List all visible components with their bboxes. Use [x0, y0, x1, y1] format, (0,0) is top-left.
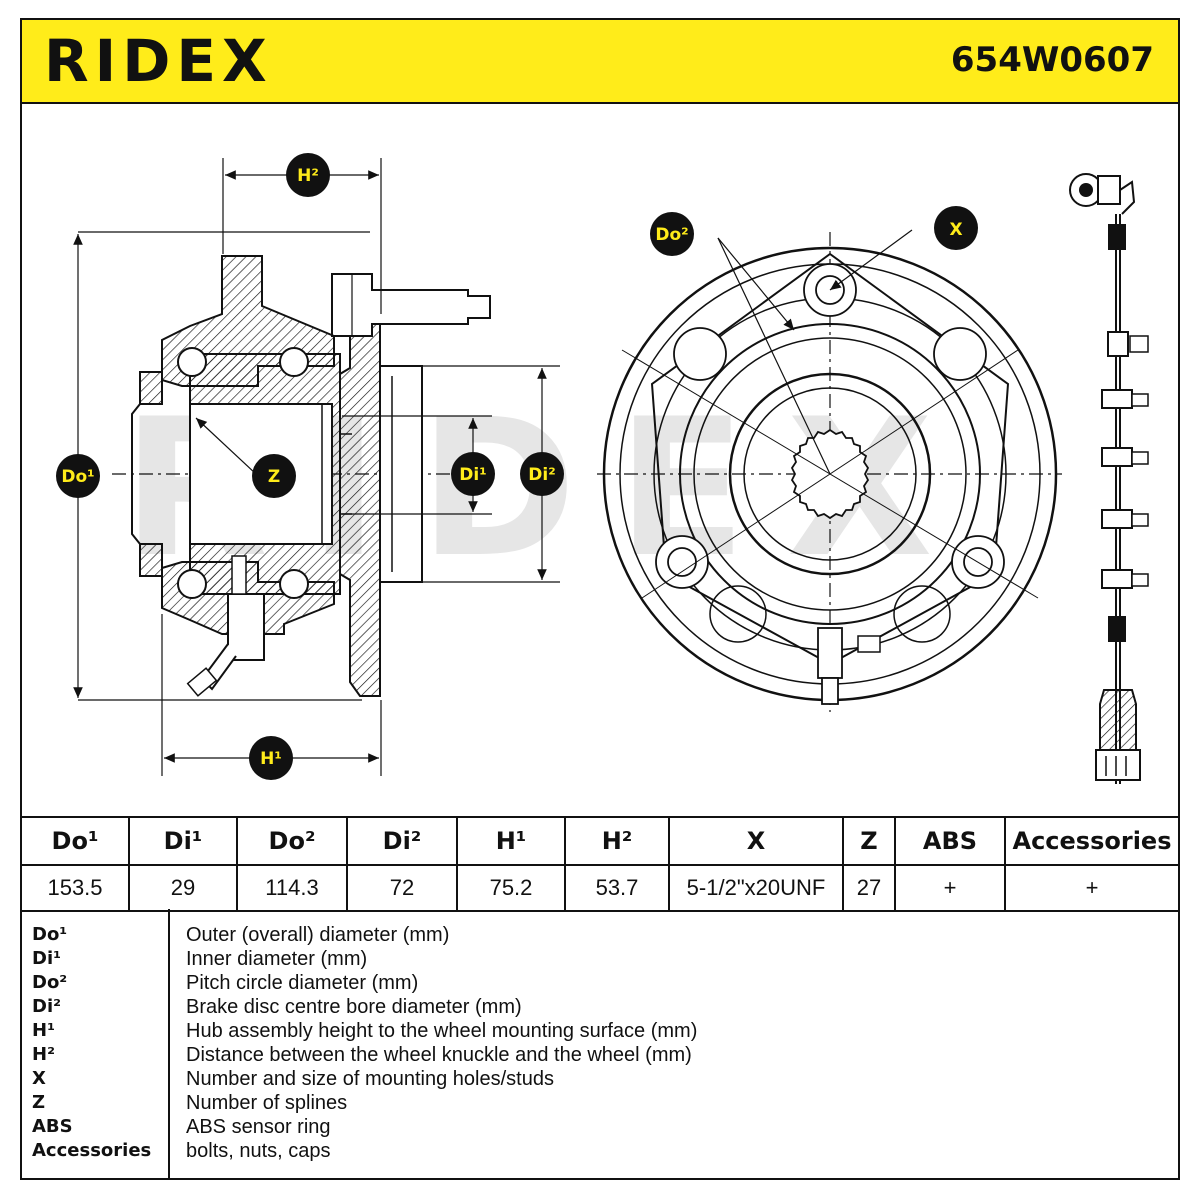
spec-value: 27 — [842, 864, 896, 912]
label-do2: Do² — [650, 212, 694, 256]
label-h2: H² — [286, 153, 330, 197]
legend-item: Accessories bolts, nuts, caps — [22, 1139, 1178, 1163]
svg-text:Do²: Do² — [655, 225, 688, 245]
legend: Do¹ Outer (overall) diameter (mm) Di¹ In… — [22, 909, 1178, 1178]
label-di1: Di¹ — [451, 452, 495, 496]
abs-sensor-side — [186, 555, 265, 697]
legend-item: Do¹ Outer (overall) diameter (mm) — [22, 923, 1178, 947]
label-do1: Do¹ — [56, 454, 100, 498]
hub-cross-section — [112, 255, 491, 697]
legend-value: bolts, nuts, caps — [186, 1140, 331, 1162]
svg-text:Di²: Di² — [528, 465, 555, 485]
legend-key: Do² — [32, 972, 68, 993]
spec-sheet-frame: RIDEX 654W0607 RIDEX — [20, 18, 1180, 1180]
part-number: 654W0607 — [950, 40, 1154, 80]
legend-key: Do¹ — [32, 924, 68, 945]
legend-key: Di¹ — [32, 948, 61, 969]
legend-divider — [168, 909, 170, 1178]
svg-text:Z: Z — [268, 467, 280, 487]
spec-value: 153.5 — [22, 864, 130, 912]
legend-key: Di² — [32, 996, 61, 1017]
legend-key: Z — [32, 1092, 46, 1113]
legend-value: ABS sensor ring — [186, 1116, 331, 1138]
spec-value: 72 — [346, 864, 458, 912]
legend-item: Do² Pitch circle diameter (mm) — [22, 971, 1178, 995]
legend-key: ABS — [32, 1116, 73, 1137]
label-x: X — [934, 206, 978, 250]
legend-item: ABS ABS sensor ring — [22, 1115, 1178, 1139]
svg-text:Di¹: Di¹ — [459, 465, 486, 485]
legend-item: H¹ Hub assembly height to the wheel moun… — [22, 1019, 1178, 1043]
svg-text:Do¹: Do¹ — [61, 467, 94, 487]
col-header: Di¹ — [128, 816, 238, 866]
legend-key: Accessories — [32, 1140, 152, 1161]
brand-logo: RIDEX — [44, 27, 273, 95]
legend-value: Pitch circle diameter (mm) — [186, 972, 419, 994]
label-di2: Di² — [520, 452, 564, 496]
col-header: ABS — [894, 816, 1006, 866]
spec-value: 29 — [128, 864, 238, 912]
hub-front-view — [597, 229, 1062, 712]
spec-value: 5-1/2"x20UNF — [668, 864, 844, 912]
legend-value: Outer (overall) diameter (mm) — [186, 924, 450, 946]
spec-value: 75.2 — [456, 864, 566, 912]
spec-value: + — [1004, 864, 1178, 912]
legend-item: Di² Brake disc centre bore diameter (mm) — [22, 995, 1178, 1019]
col-header: H² — [564, 816, 670, 866]
legend-value: Brake disc centre bore diameter (mm) — [186, 996, 522, 1018]
svg-text:H²: H² — [297, 166, 319, 186]
spec-header-row: Do¹ Di¹ Do² Di² H¹ H² X Z ABS Accessorie… — [22, 816, 1178, 866]
spec-value: 53.7 — [564, 864, 670, 912]
legend-item: Di¹ Inner diameter (mm) — [22, 947, 1178, 971]
col-header: H¹ — [456, 816, 566, 866]
svg-text:H¹: H¹ — [260, 749, 282, 769]
legend-value: Number of splines — [186, 1092, 348, 1114]
legend-value: Number and size of mounting holes/studs — [186, 1068, 554, 1090]
spec-value-row: 153.5 29 114.3 72 75.2 53.7 5-1/2"x20UNF… — [22, 864, 1178, 912]
col-header: Accessories — [1004, 816, 1178, 866]
legend-item: Z Number of splines — [22, 1091, 1178, 1115]
label-h1: H¹ — [249, 736, 293, 780]
legend-item: X Number and size of mounting holes/stud… — [22, 1067, 1178, 1091]
col-header: X — [668, 816, 844, 866]
legend-value: Hub assembly height to the wheel mountin… — [186, 1020, 698, 1042]
header-bar: RIDEX 654W0607 — [22, 20, 1178, 104]
label-z: Z — [252, 454, 296, 498]
legend-key: H¹ — [32, 1020, 55, 1041]
col-header: Do² — [236, 816, 348, 866]
legend-key: H² — [32, 1044, 55, 1065]
legend-value: Inner diameter (mm) — [186, 948, 368, 970]
spec-table: Do¹ Di¹ Do² Di² H¹ H² X Z ABS Accessorie… — [22, 816, 1178, 912]
col-header: Di² — [346, 816, 458, 866]
legend-key: X — [32, 1068, 46, 1089]
svg-text:X: X — [949, 220, 962, 240]
legend-value: Distance between the wheel knuckle and t… — [186, 1044, 692, 1066]
spec-value: + — [894, 864, 1006, 912]
spec-value: 114.3 — [236, 864, 348, 912]
col-header: Z — [842, 816, 896, 866]
col-header: Do¹ — [22, 816, 130, 866]
abs-sensor-cable — [1069, 173, 1149, 784]
technical-drawing: RIDEX — [56, 153, 1149, 784]
legend-item: H² Distance between the wheel knuckle an… — [22, 1043, 1178, 1067]
